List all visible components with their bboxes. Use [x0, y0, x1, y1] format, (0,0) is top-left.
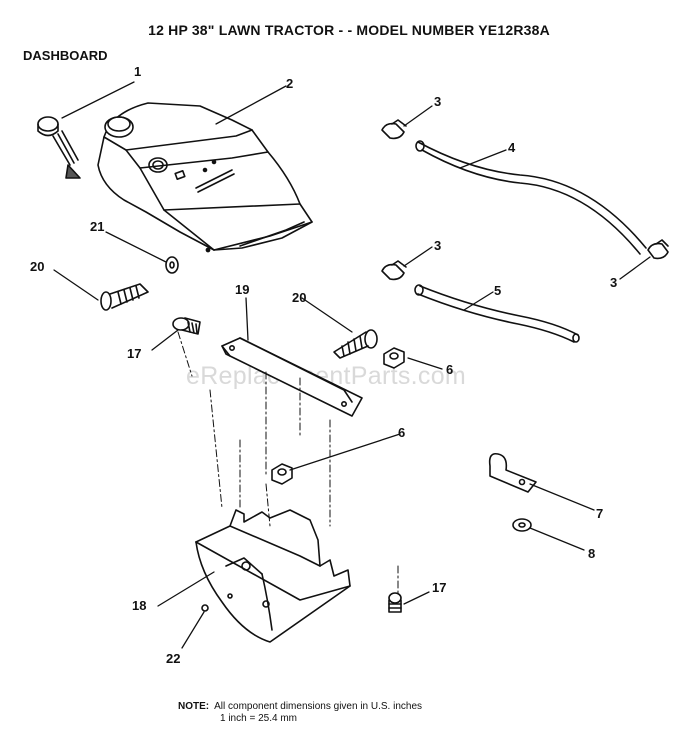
callout-numbers: 1 2 3 3 3 4 5 6 6 7 8 17 17 18 19 20 20 … [30, 64, 617, 666]
part-21-washer [165, 256, 179, 274]
part-4-fuel-hose [415, 140, 647, 255]
note-label: NOTE: [178, 701, 210, 712]
section-label: DASHBOARD [23, 48, 108, 63]
part-8-washer [512, 518, 532, 532]
callout-17: 17 [432, 580, 446, 595]
callout-20: 20 [30, 259, 44, 274]
part-6-hex-nuts [271, 347, 405, 485]
leader-lines [53, 81, 651, 649]
callout-3: 3 [434, 94, 441, 109]
part-7-clamp [488, 452, 537, 493]
callout-22: 22 [166, 651, 180, 666]
callout-6: 6 [398, 425, 405, 440]
part-22-plug [201, 604, 209, 612]
callout-4: 4 [508, 140, 516, 155]
callout-2: 2 [286, 76, 293, 91]
alignment-lines [177, 331, 399, 597]
callout-19: 19 [235, 282, 249, 297]
note-line-2: 1 inch = 25.4 mm [220, 713, 297, 724]
part-18-lower-console [195, 509, 351, 643]
callout-3: 3 [610, 275, 617, 290]
part-5-fuel-hose [414, 284, 580, 343]
callout-20: 20 [292, 290, 306, 305]
part-20-screws [100, 283, 378, 359]
callout-3: 3 [434, 238, 441, 253]
note-line-1: All component dimensions given in U.S. i… [214, 701, 423, 712]
callout-7: 7 [596, 506, 603, 521]
part-19-bracket [221, 337, 363, 417]
callout-21: 21 [90, 219, 104, 234]
callout-6: 6 [446, 362, 453, 377]
callout-5: 5 [494, 283, 501, 298]
dimension-note: NOTE: All component dimensions given in … [178, 701, 422, 725]
callout-1: 1 [134, 64, 141, 79]
callout-8: 8 [588, 546, 595, 561]
callout-17: 17 [127, 346, 141, 361]
callout-18: 18 [132, 598, 146, 613]
part-17-bolts [172, 317, 402, 613]
part-3-hose-clamps [381, 119, 669, 281]
part-1-knob [37, 116, 81, 179]
diagram-title: 12 HP 38" LAWN TRACTOR - - MODEL NUMBER … [148, 22, 550, 38]
part-2-dashboard-housing [97, 102, 313, 253]
